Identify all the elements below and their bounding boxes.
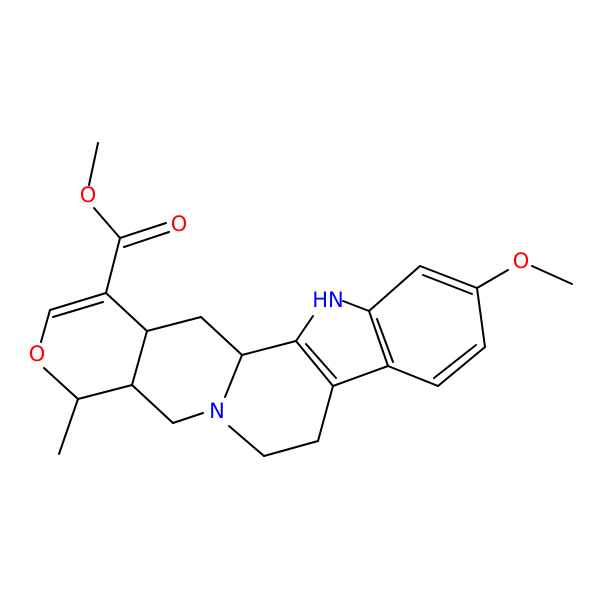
bond-chiral-fusion: [77, 384, 133, 400]
bond-carbonyl-double-a: [119, 222, 167, 239]
methoxy-oxygen-label: O: [513, 249, 530, 273]
bond-c2-nh: [295, 315, 314, 342]
bond-c3-c3a: [332, 365, 389, 387]
bond-c2-c3-a: [295, 340, 334, 387]
bond-carbonyl-double-b: [123, 231, 170, 248]
carbonyl-oxygen-label: O: [171, 212, 188, 236]
bond-ch2-ch: [200, 316, 243, 356]
bond-layer: [40, 142, 573, 457]
bond-methyl-ester: [88, 142, 99, 186]
bond-upper-ch2: [146, 316, 202, 332]
atom-label-layer: HN N O O O O: [29, 183, 530, 423]
ester-oxygen-label: O: [80, 183, 97, 207]
bond-n-ch2: [228, 425, 265, 457]
bond-o-methyl: [531, 265, 573, 285]
bond-c5-c4-b: [433, 344, 477, 379]
bond-ch2-n: [172, 412, 204, 424]
ring-nitrogen-label: N: [209, 399, 225, 423]
bond-ring-double-a: [49, 292, 107, 311]
ring-oxygen-label: O: [29, 342, 46, 366]
bond-ester-o-carbonyl-c: [93, 207, 121, 239]
bond-c7a-c7: [368, 265, 421, 312]
bond-ch-c2: [241, 340, 297, 356]
bond-o-chiral: [43, 367, 79, 400]
bond-c5-c4-a: [437, 346, 486, 387]
bond-ring-double-b: [52, 301, 104, 318]
bond-vinyl-o: [40, 309, 51, 343]
bond-c7a-c3a-b: [376, 318, 394, 363]
bond-fusion-ch2: [131, 384, 174, 424]
bond-c7-c6-b: [422, 274, 473, 295]
bond-ch-n: [224, 354, 243, 398]
bond-c6-o: [476, 269, 509, 289]
bond-c7a-c3a-a: [368, 310, 389, 367]
nh-atom-label: HN: [312, 288, 344, 312]
bond-c6-c5: [476, 287, 486, 348]
bond-fusion-vertical: [131, 330, 148, 386]
bond-bridge-c3: [317, 385, 334, 442]
bond-c2-c3-b: [305, 343, 337, 379]
bond-c4-c3a: [387, 365, 439, 387]
bond-c7-c6-a: [419, 265, 478, 289]
bond-carbonyl-ring: [105, 237, 121, 294]
bond-bridge-ch2: [263, 440, 319, 457]
bond-methyl: [58, 398, 79, 455]
bond-nh-c7a: [342, 300, 370, 312]
bond-fusion-upper: [105, 292, 148, 332]
